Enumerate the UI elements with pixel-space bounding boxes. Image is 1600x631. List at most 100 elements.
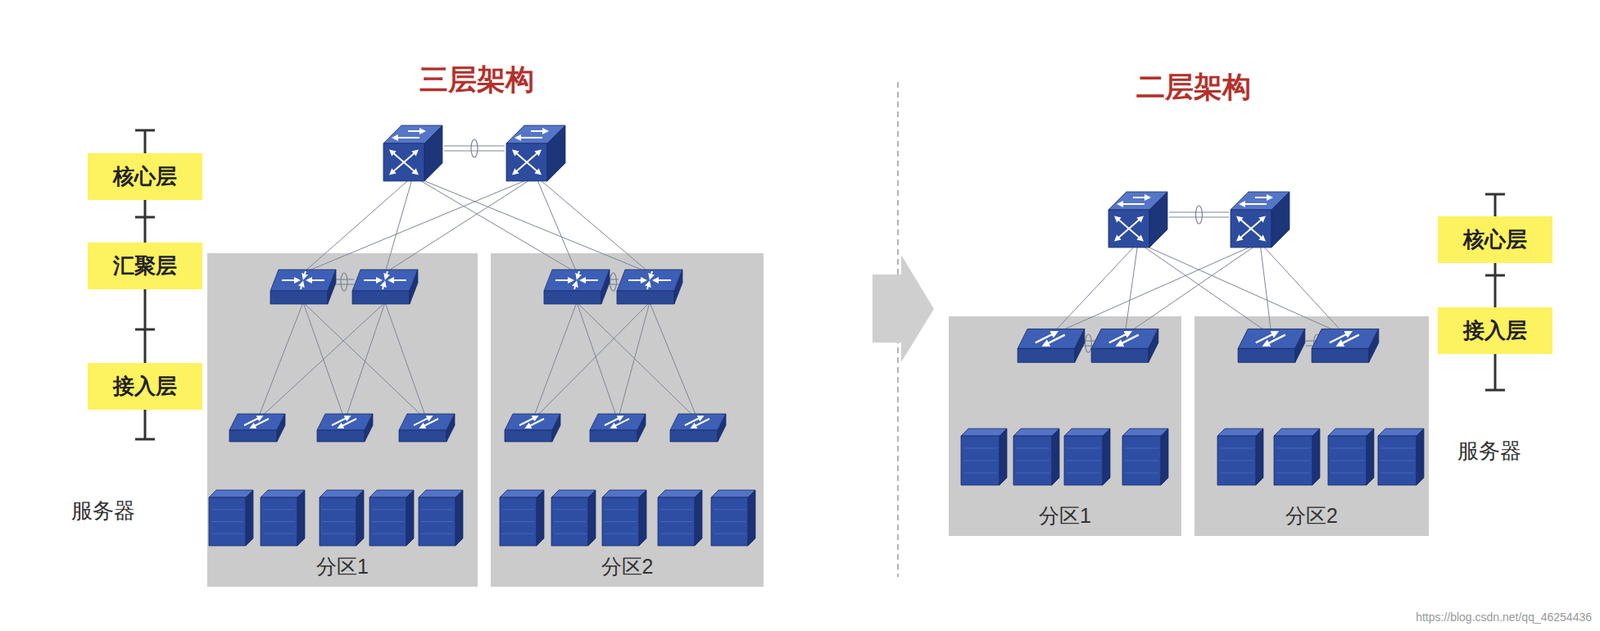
server-icon	[319, 489, 364, 546]
stack-link	[334, 272, 354, 291]
link-line	[1051, 242, 1261, 336]
server-label: 服务器	[1457, 436, 1522, 466]
link-line	[257, 302, 304, 421]
network-links	[257, 139, 1346, 421]
layer-bracket-line	[144, 289, 147, 363]
link-line	[535, 176, 650, 273]
link-line	[1124, 242, 1261, 336]
diagram-heading: 二层架构	[1136, 67, 1251, 107]
transition-arrow	[872, 254, 934, 363]
server-icon	[260, 489, 305, 546]
server-icon	[208, 489, 254, 546]
server-icon	[1013, 428, 1060, 485]
partition-box: 分区2	[1194, 316, 1429, 536]
link-line	[303, 176, 536, 273]
access-switch	[398, 413, 455, 442]
link-line	[1137, 242, 1272, 336]
server-icon	[960, 428, 1007, 485]
server-label: 服务器	[71, 496, 136, 526]
access-switch	[317, 413, 373, 442]
core-switch	[506, 125, 566, 182]
aggregation-switch	[352, 269, 418, 304]
layer-tag: 接入层	[87, 362, 203, 410]
layer-bracket-line	[144, 199, 147, 243]
layer-tag: 接入层	[1437, 307, 1553, 354]
link-line	[412, 176, 650, 273]
aggregation-switch	[543, 269, 610, 304]
node-text: 分区2	[1194, 502, 1429, 530]
access-switch	[1091, 328, 1159, 363]
server-icon	[551, 489, 596, 546]
link-line	[532, 302, 577, 421]
partition-ground	[207, 253, 478, 587]
node-text: 汇聚层	[113, 251, 177, 281]
partition-ground	[490, 253, 764, 587]
access-switch	[1237, 328, 1306, 363]
server-icon	[602, 489, 647, 546]
partition-grounds	[207, 253, 1429, 587]
aggregation-switch	[616, 269, 683, 304]
node-text: 接入层	[1463, 316, 1528, 345]
link-line	[532, 302, 650, 421]
link-line	[344, 302, 386, 421]
server-icon	[1328, 428, 1374, 485]
server-icon	[369, 489, 414, 546]
server-icon	[1122, 428, 1169, 485]
access-switch	[504, 413, 561, 442]
link-line	[385, 176, 536, 273]
core-switch	[383, 125, 443, 182]
access-switch	[229, 413, 286, 442]
server-icon	[1377, 428, 1424, 485]
layer-tag: 核心层	[1437, 216, 1553, 263]
link-line	[1260, 242, 1272, 336]
link-line	[1137, 242, 1346, 336]
server-icon	[711, 489, 756, 546]
node-text: 分区1	[948, 502, 1182, 530]
link-line	[1260, 242, 1346, 336]
server-icon	[418, 489, 463, 546]
link-line	[257, 302, 386, 421]
partition-box: 分区1	[948, 316, 1182, 536]
partition-ground	[948, 316, 1182, 536]
link-line	[1124, 242, 1138, 336]
layer-bracket-line	[1494, 262, 1497, 308]
stack-link	[1169, 205, 1229, 224]
access-switch	[589, 413, 646, 442]
link-line	[617, 302, 650, 421]
device-icons	[208, 125, 1424, 546]
diagram-heading: 三层架构	[419, 60, 535, 100]
link-line	[385, 176, 413, 273]
server-icon	[499, 489, 544, 546]
access-switch	[1017, 328, 1085, 363]
partition-box: 分区1	[207, 253, 478, 587]
node-text: 核心层	[1463, 225, 1528, 254]
access-switch	[670, 413, 726, 442]
aggregation-switch	[270, 269, 336, 304]
link-line	[576, 302, 618, 421]
node-text: 分区2	[490, 552, 764, 581]
stack-link	[444, 139, 505, 158]
link-line	[303, 176, 413, 273]
server-icon	[657, 489, 703, 546]
link-line	[385, 302, 427, 421]
link-line	[535, 176, 577, 273]
core-switch	[1230, 191, 1290, 248]
layer-tag: 汇聚层	[87, 242, 203, 290]
node-text: 接入层	[113, 371, 177, 401]
link-line	[1051, 242, 1138, 336]
link-line	[576, 302, 699, 421]
partition-box: 分区2	[490, 253, 764, 587]
core-switch	[1108, 191, 1168, 248]
link-line	[649, 302, 699, 421]
server-icon	[1273, 428, 1320, 485]
access-switch	[1311, 328, 1379, 363]
layer-bracket	[135, 130, 1505, 440]
node-text: 分区1	[207, 552, 478, 581]
link-line	[303, 302, 345, 421]
partition-ground	[1194, 316, 1429, 536]
link-line	[412, 176, 577, 273]
server-icon	[1064, 428, 1111, 485]
